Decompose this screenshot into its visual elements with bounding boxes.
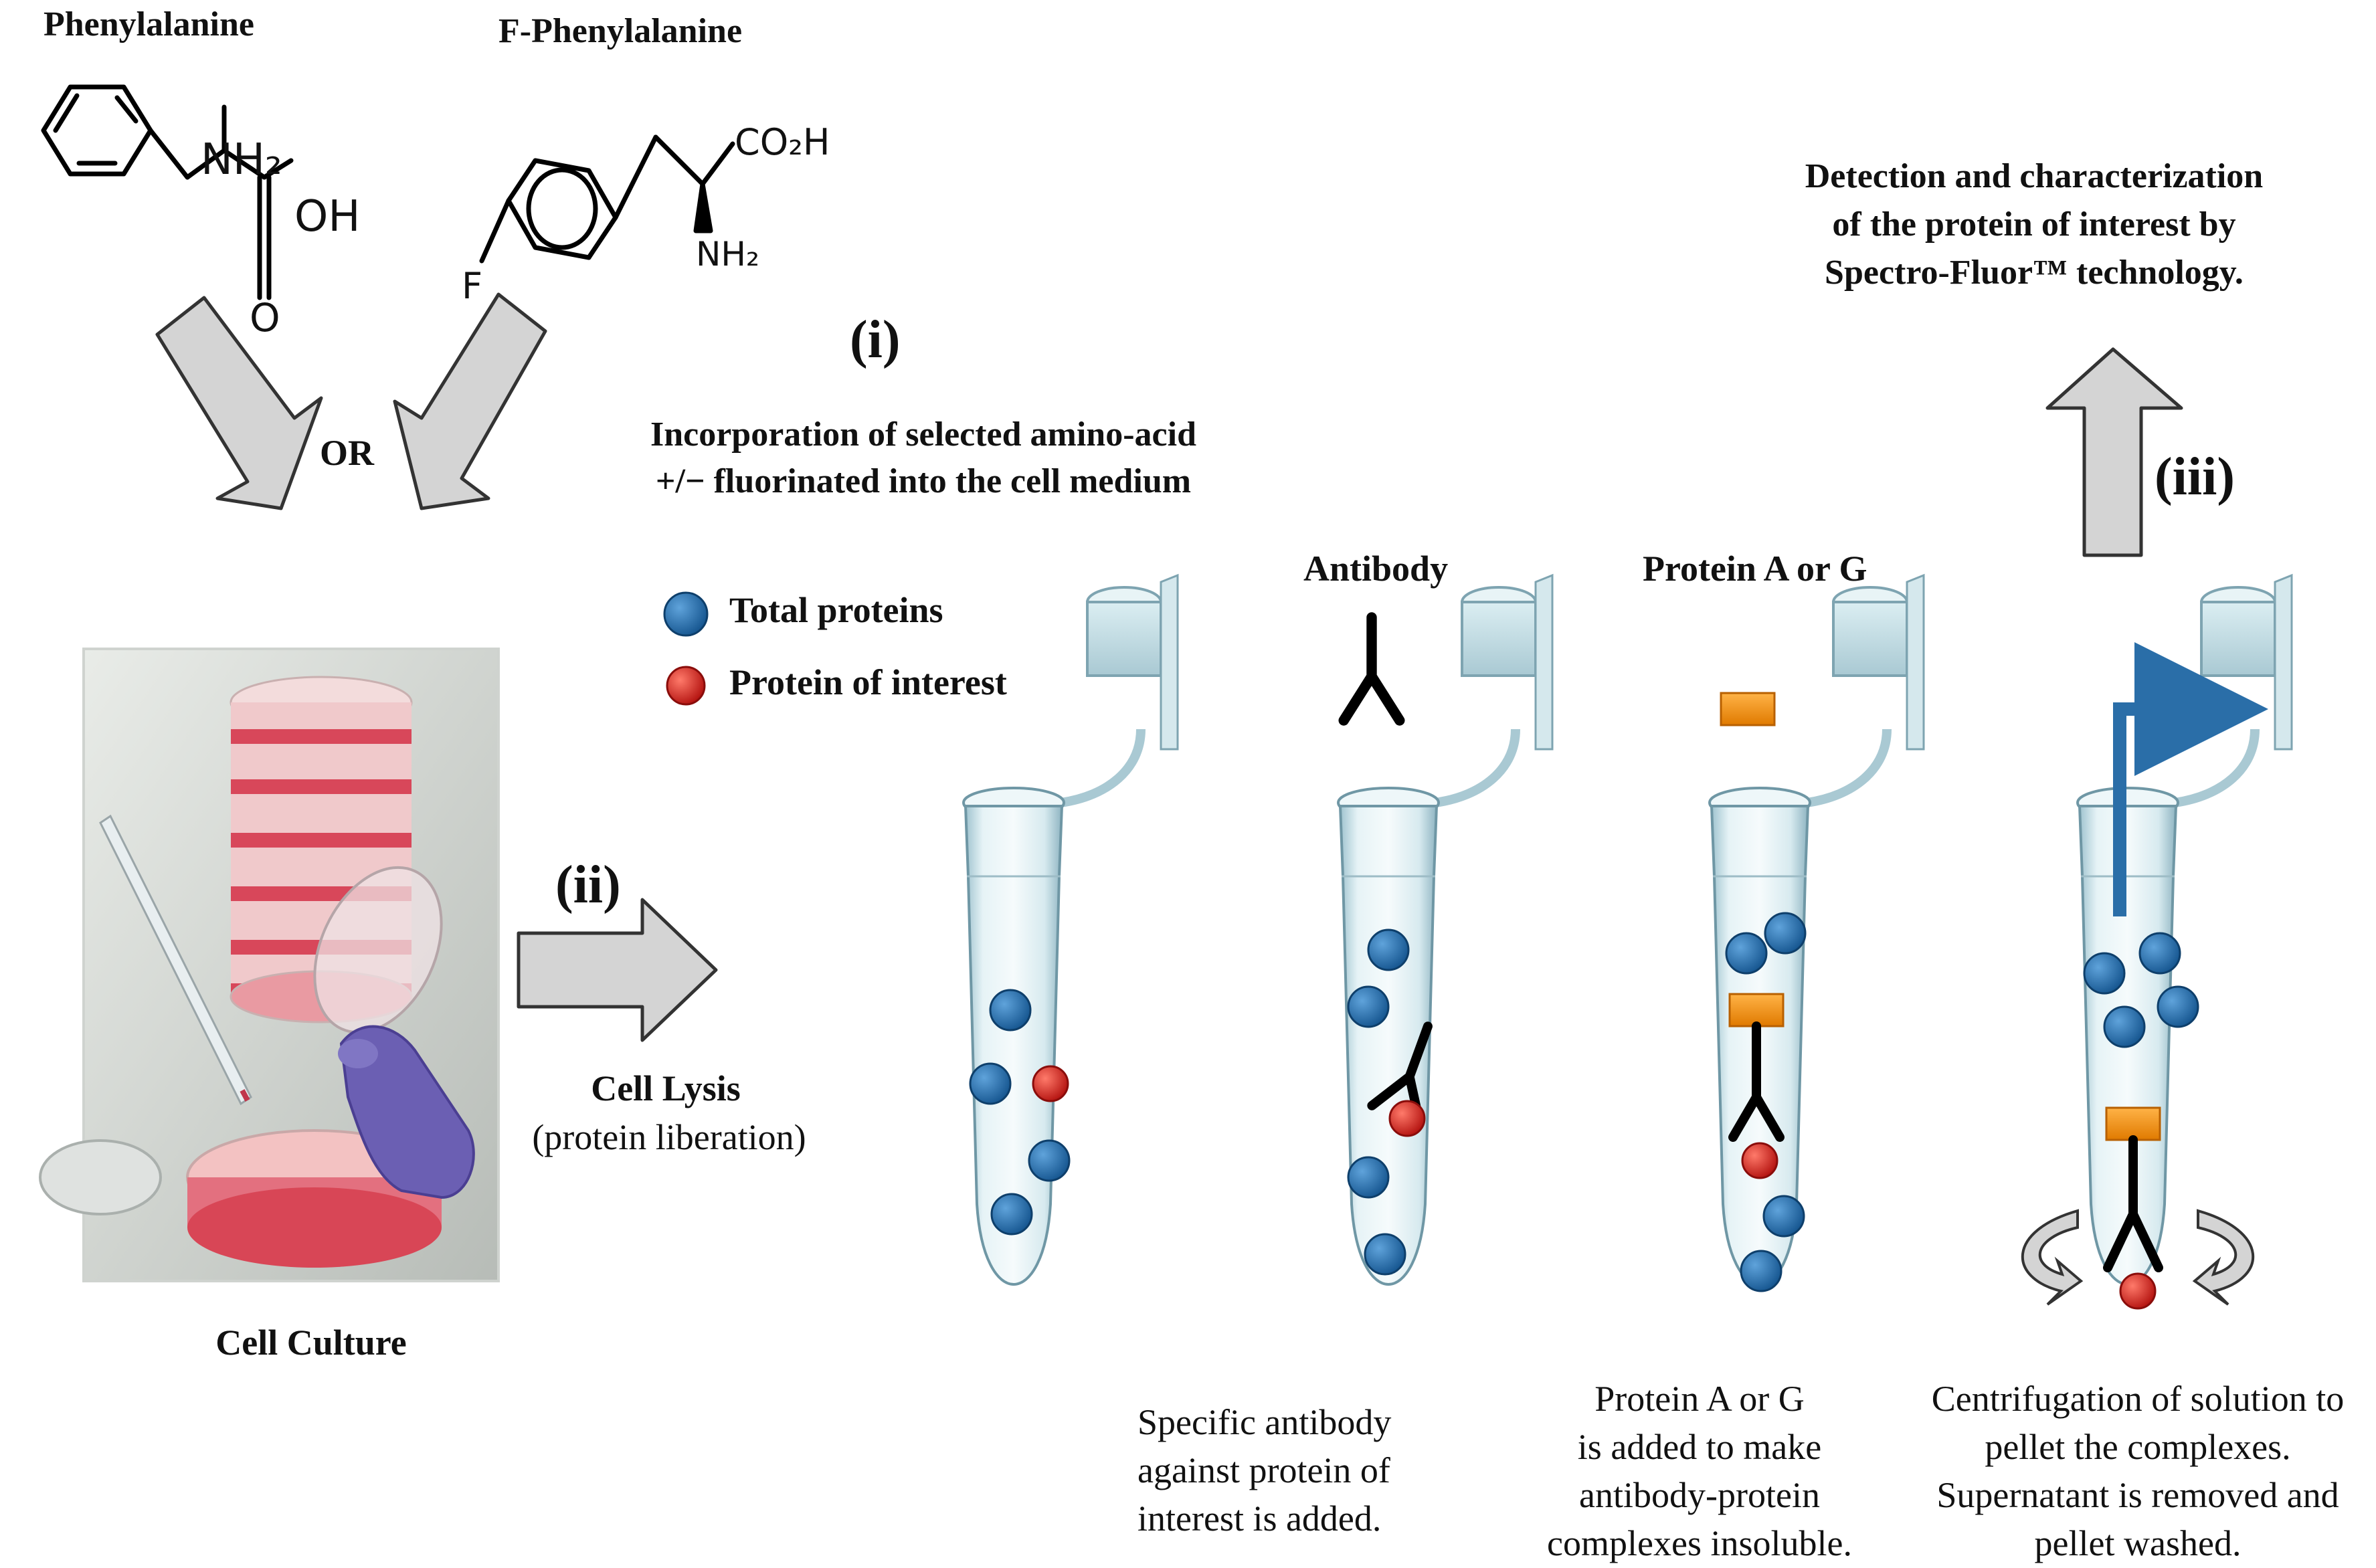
total-protein-dot	[1764, 912, 1807, 955]
protein-ag-block	[2105, 1106, 2161, 1141]
cell-lysis-title: Cell Lysis	[591, 1068, 741, 1108]
antibody-arms	[1728, 1092, 1785, 1142]
step-ii-label: (ii)	[555, 856, 621, 914]
molecule-arrows	[155, 292, 547, 510]
total-protein-dot	[1367, 928, 1410, 971]
f-phenylalanine-structure	[479, 134, 735, 264]
detection-arrow	[2045, 347, 2183, 557]
fphe-carboxyl-label: CO₂H	[735, 121, 830, 163]
tube4-caption: Centrifugation of solution to pellet the…	[1904, 1375, 2372, 1567]
protein-of-interest-dot	[1741, 1142, 1778, 1179]
step-i-line-1: Incorporation of selected amino-acid	[650, 415, 1196, 454]
step-i-line-2: +/− fluorinated into the cell medium	[655, 462, 1192, 500]
tube2-caption-line-1: Specific antibody	[1137, 1402, 1392, 1442]
tube3-caption-line-2: is added to make	[1577, 1427, 1822, 1467]
tube4-caption-line-1: Centrifugation of solution to	[1931, 1379, 2345, 1419]
total-protein-dot	[2103, 1005, 2146, 1048]
total-protein-dot	[2157, 985, 2199, 1028]
cell-culture-label: Cell Culture	[215, 1322, 407, 1363]
protein-of-interest-dot	[1388, 1100, 1426, 1137]
rotation-arrow-right	[2192, 1209, 2255, 1306]
total-protein-dot	[1725, 932, 1768, 975]
protein-ag-block	[1728, 993, 1785, 1027]
tube2-caption-line-3: interest is added.	[1137, 1498, 1382, 1539]
total-protein-dot	[2138, 932, 2181, 975]
step-i-description: Incorporation of selected amino-acid +/−…	[585, 411, 1261, 505]
tube3-caption-line-4: complexes insoluble.	[1547, 1523, 1852, 1563]
phe-amine-label: NH₂	[201, 135, 282, 185]
total-protein-dot	[969, 1062, 1012, 1105]
tube4-caption-line-2: pellet the complexes.	[1985, 1427, 2291, 1467]
cell-lysis-subtitle: (protein liberation)	[532, 1117, 806, 1157]
cell-culture-photo	[39, 648, 500, 1282]
total-protein-dot	[1347, 985, 1390, 1028]
f-phenylalanine-title: F-Phenylalanine	[498, 12, 743, 50]
detection-line-2: of the protein of interest by	[1832, 205, 2236, 243]
total-protein-dot	[989, 989, 1032, 1032]
protein-of-interest-dot	[2119, 1272, 2157, 1310]
tube2-caption-line-2: against protein of	[1137, 1450, 1390, 1490]
legend-blue-dot	[663, 591, 709, 637]
rotation-arrow-left	[2021, 1209, 2084, 1306]
tube-4	[2076, 573, 2293, 1286]
legend-red-dot	[666, 666, 706, 706]
tube3-caption-line-3: antibody-protein	[1579, 1475, 1820, 1515]
tube4-caption-line-3: Supernatant is removed and	[1936, 1475, 2339, 1515]
tube2-caption: Specific antibody against protein of int…	[1137, 1398, 1391, 1543]
lysis-arrow	[517, 898, 718, 1042]
total-protein-dot	[1028, 1139, 1071, 1182]
step-i-label: (i)	[850, 310, 901, 369]
protein-of-interest-dot	[1032, 1065, 1069, 1102]
or-label: OR	[320, 433, 374, 473]
antibody-label: Antibody	[1303, 549, 1449, 589]
supernatant-removal-arrow	[2113, 642, 2268, 916]
phe-oxygen-label: O	[250, 295, 280, 340]
total-protein-dot	[2083, 952, 2126, 995]
protein-ag-label: Protein A or G	[1643, 549, 1867, 589]
total-protein-dot	[1364, 1233, 1406, 1276]
total-protein-dot	[1762, 1195, 1805, 1238]
detection-description: Detection and characterization of the pr…	[1700, 153, 2369, 297]
fphe-amine-label: NH₂	[696, 235, 760, 274]
phe-hydroxyl-label: OH	[294, 192, 361, 241]
total-protein-dot	[990, 1193, 1033, 1236]
phenylalanine-title: Phenylalanine	[43, 5, 254, 43]
protein-ag-reagent-icon	[1720, 692, 1776, 726]
tube3-caption: Protein A or G is added to make antibody…	[1499, 1375, 1900, 1567]
detection-line-1: Detection and characterization	[1805, 157, 2264, 195]
tube-3	[1708, 573, 1925, 1286]
fphe-fluorine-label: F	[462, 265, 483, 307]
legend-protein-of-interest: Protein of interest	[729, 662, 1007, 702]
detection-line-3: Spectro-Fluor™ technology.	[1825, 254, 2244, 292]
total-protein-dot	[1740, 1250, 1783, 1292]
tube4-caption-line-4: pellet washed.	[2034, 1523, 2242, 1563]
antibody-reagent-icon	[1338, 612, 1405, 726]
step-iii-label: (iii)	[2155, 448, 2235, 506]
antibody-arms	[2103, 1209, 2163, 1272]
phenylalanine-structure	[41, 84, 294, 300]
tube3-caption-line-1: Protein A or G	[1594, 1379, 1805, 1419]
total-protein-dot	[1347, 1156, 1390, 1199]
legend-total-proteins: Total proteins	[729, 590, 943, 630]
